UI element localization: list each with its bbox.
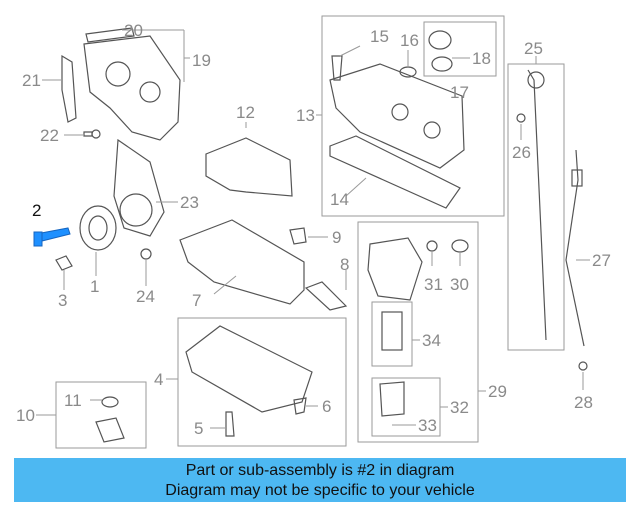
callout-16: 16: [400, 31, 419, 50]
leader-lines: [36, 29, 590, 429]
seal-26: [516, 113, 526, 123]
callout-33: 33: [418, 416, 437, 435]
dipstick-tube-27: [565, 149, 585, 347]
callout-27: 27: [592, 251, 611, 270]
plug-9: [289, 227, 307, 245]
seals-30-31: [426, 239, 469, 253]
filter-cap-32-33: [379, 381, 405, 417]
pulley-bolt-2: [33, 227, 71, 247]
parts-diagram: 20 19 21 22 12 13 14 15 16 17 18 25 26 2…: [16, 15, 611, 449]
callout-21: 21: [22, 71, 41, 90]
callout-26: 26: [512, 143, 531, 162]
callout-11: 11: [64, 391, 82, 410]
info-banner: Part or sub-assembly is #2 in diagram Di…: [14, 458, 626, 502]
callout-13: 13: [296, 106, 315, 125]
oil-pan-group-box: [177, 317, 347, 447]
callout-1: 1: [90, 277, 99, 296]
callout-34: 34: [422, 331, 441, 350]
sensor-11: [95, 396, 125, 443]
crank-pulley-1: [79, 205, 117, 251]
callout-23: 23: [180, 193, 199, 212]
bolt-22: [83, 129, 101, 139]
banner-line-1: Part or sub-assembly is #2 in diagram: [185, 462, 455, 479]
stud-15: [331, 55, 343, 81]
banner-line-2: Diagram may not be specific to your vehi…: [165, 482, 475, 499]
oil-pan-upper-7: [179, 219, 305, 305]
oil-baffle-12: [205, 137, 293, 197]
seal-16: [399, 66, 417, 78]
callout-14: 14: [330, 190, 349, 209]
valve-cover-group-box: [321, 15, 505, 217]
callout-3: 3: [58, 291, 67, 310]
callout-25: 25: [524, 39, 543, 58]
dipstick-group-box: [507, 63, 565, 351]
callout-30: 30: [450, 275, 469, 294]
callout-5: 5: [194, 419, 203, 438]
stud-3: [55, 255, 73, 271]
valve-cover-13: [329, 63, 465, 169]
callout-4: 4: [154, 370, 163, 389]
callout-20: 20: [124, 21, 143, 40]
bracket-21: [61, 54, 77, 123]
callout-18: 18: [472, 49, 491, 68]
callout-12: 12: [236, 103, 255, 122]
callout-19: 19: [192, 51, 211, 70]
drain-plug-5: [225, 411, 235, 437]
filter-element-box: [371, 301, 413, 367]
oil-filter-housing-29: [367, 237, 423, 301]
oil-pan-lower-4: [185, 325, 313, 413]
callout-22: 22: [40, 126, 59, 145]
callout-28: 28: [574, 393, 593, 412]
timing-cover-lower-23: [113, 138, 165, 237]
callout-7: 7: [192, 291, 201, 310]
cap-seal-group-box: [423, 21, 497, 77]
callout-32: 32: [450, 398, 469, 417]
callout-29: 29: [488, 382, 507, 401]
dipstick-25: [527, 69, 547, 341]
oil-filter-group-box: [357, 221, 479, 443]
filter-element-34: [381, 311, 403, 351]
callout-17: 17: [450, 83, 469, 102]
timing-cover-upper: [83, 35, 181, 141]
callout-6: 6: [322, 397, 331, 416]
gasket-8: [304, 281, 348, 311]
callout-10: 10: [16, 406, 35, 425]
callout-15: 15: [370, 27, 389, 46]
callout-2-highlighted: 2: [32, 201, 41, 220]
cover-gasket-20: [85, 27, 135, 43]
clip-6: [293, 397, 307, 415]
seal-28: [578, 361, 588, 371]
oil-cap-17-18: [428, 30, 453, 72]
callout-24: 24: [136, 287, 155, 306]
callout-8: 8: [340, 255, 349, 274]
bolt-24: [140, 248, 152, 260]
callout-9: 9: [332, 228, 341, 247]
callout-31: 31: [424, 275, 443, 294]
valve-cover-gasket-14: [329, 135, 461, 209]
